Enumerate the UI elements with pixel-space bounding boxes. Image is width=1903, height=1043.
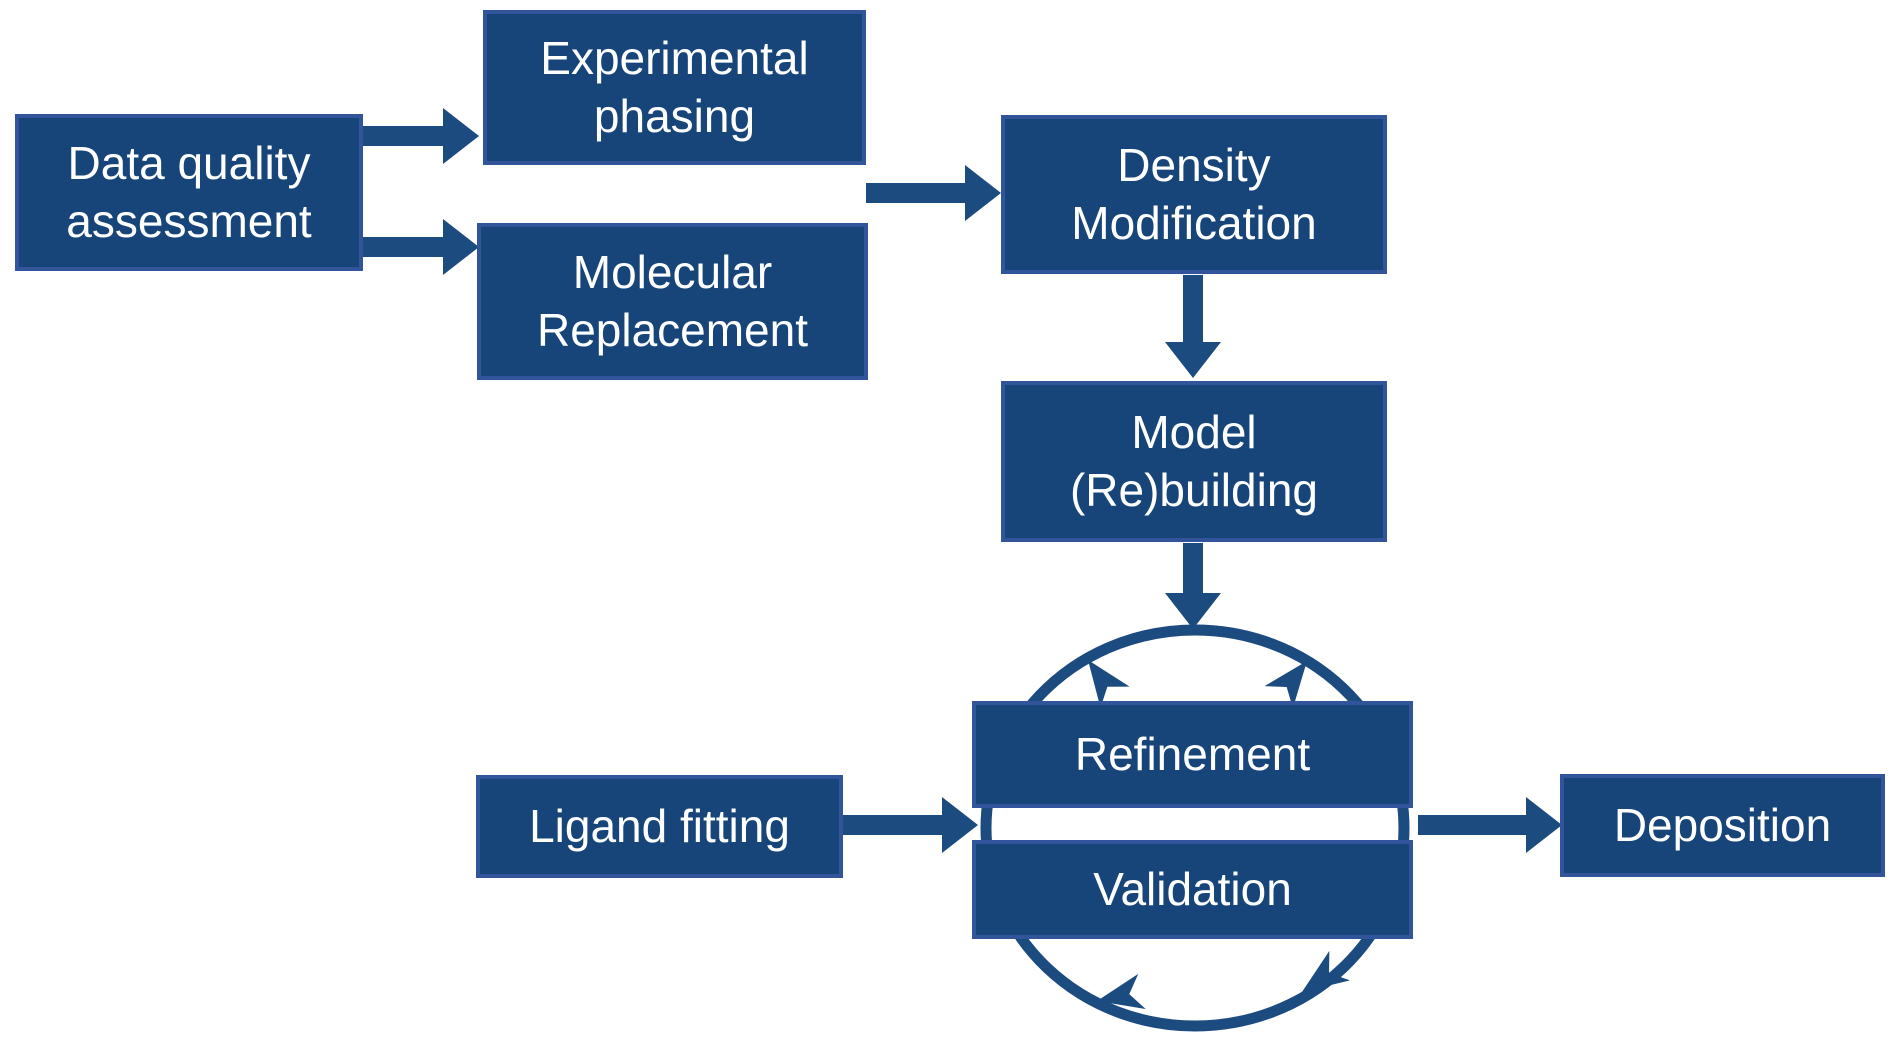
- node-label-line: Data quality: [67, 136, 311, 189]
- node-label-line: assessment: [66, 194, 312, 247]
- node-label-line: Validation: [1093, 862, 1292, 915]
- node-label-line: Molecular: [572, 245, 773, 298]
- cycle-arrowhead-bottom-right-icon: [1302, 950, 1351, 992]
- node-label-line: (Re)building: [1069, 463, 1318, 516]
- cycle-arrowhead-bottom-left-icon: [1097, 973, 1146, 1010]
- node-refinement: Refinement: [972, 701, 1413, 808]
- node-label-line: Density: [1117, 138, 1271, 191]
- node-data-quality-assessment: Data quality assessment: [15, 114, 363, 271]
- node-validation: Validation: [972, 840, 1413, 939]
- arrow-cycle-to-deposition-icon: [1418, 797, 1562, 853]
- node-label-line: Refinement: [1074, 727, 1311, 780]
- node-label-line: phasing: [593, 89, 756, 142]
- cycle-arrowhead-top-right-icon: [1264, 661, 1307, 709]
- refinement-validation-cycle-circle: [980, 624, 1410, 1032]
- node-label-line: Deposition: [1613, 798, 1832, 851]
- arrow-dataquality-to-experimentalphasing-icon: [363, 108, 479, 164]
- node-deposition: Deposition: [1560, 774, 1885, 877]
- node-experimental-phasing: Experimental phasing: [483, 10, 866, 165]
- node-ligand-fitting: Ligand fitting: [476, 775, 843, 878]
- node-label-line: Modification: [1071, 196, 1317, 249]
- arrow-densitymodification-to-modelrebuilding-icon: [1165, 275, 1221, 378]
- node-label-line: Experimental: [540, 31, 809, 84]
- arrow-modelrebuilding-to-cycle-icon: [1165, 543, 1221, 629]
- node-molecular-replacement: Molecular Replacement: [477, 223, 868, 380]
- node-density-modification: Density Modification: [1001, 115, 1387, 274]
- node-label-line: Model: [1131, 405, 1257, 458]
- node-label-line: Replacement: [536, 303, 809, 356]
- node-label-line: Ligand fitting: [529, 799, 790, 852]
- cycle-arrowhead-top-left-icon: [1088, 660, 1130, 708]
- node-model-rebuilding: Model (Re)building: [1001, 381, 1387, 542]
- arrow-ligandfitting-to-cycle-icon: [843, 797, 978, 853]
- arrow-dataquality-to-molecularreplacement-icon: [363, 219, 479, 275]
- arrow-phasing-to-densitymodification-icon: [866, 165, 1001, 221]
